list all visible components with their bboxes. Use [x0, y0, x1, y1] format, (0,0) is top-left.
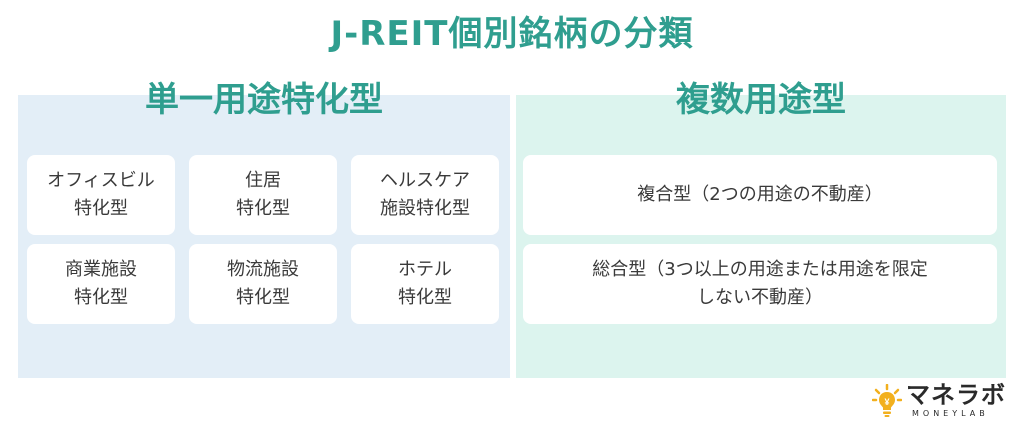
multi-use-panel: [516, 95, 1006, 378]
brand-logo: ¥ マネラボ MONEYLAB: [872, 380, 1012, 422]
card-line: オフィスビル: [47, 170, 155, 191]
office-building-card: オフィスビル特化型: [27, 155, 175, 235]
card-line: 特化型: [236, 198, 290, 219]
card-line: 施設特化型: [380, 198, 470, 219]
lightbulb-icon: ¥: [872, 384, 902, 417]
card-line: 物流施設: [227, 259, 299, 280]
card-line: 商業施設: [65, 259, 137, 280]
logistics-card: 物流施設特化型: [189, 244, 337, 324]
healthcare-card: ヘルスケア施設特化型: [351, 155, 499, 235]
card-line: 複合型（2つの用途の不動産）: [637, 184, 883, 205]
page-title: J-REIT個別銘柄の分類: [330, 14, 694, 54]
card-line: ヘルスケア: [380, 170, 470, 191]
single-use-heading: 単一用途特化型: [145, 80, 383, 120]
svg-text:¥: ¥: [884, 397, 889, 407]
composite-type-card: 複合型（2つの用途の不動産）: [523, 155, 997, 235]
single-use-panel: [18, 95, 510, 378]
card-line: 特化型: [398, 287, 452, 308]
multi-use-heading: 複数用途型: [676, 80, 846, 120]
card-line: 住居: [245, 170, 281, 191]
card-line: 特化型: [73, 198, 128, 219]
hotel-card: ホテル特化型: [351, 244, 499, 324]
residential-card: 住居特化型: [189, 155, 337, 235]
commercial-card: 商業施設特化型: [27, 244, 175, 324]
card-line: 特化型: [74, 287, 128, 308]
card-line: ホテル: [398, 259, 452, 280]
card-line: 特化型: [236, 287, 290, 308]
card-line: しない不動産）: [696, 287, 823, 308]
diversified-type-card: 総合型（3つ以上の用途または用途を限定しない不動産）: [523, 244, 997, 324]
brand-subtitle: MONEYLAB: [912, 409, 989, 418]
brand-name: マネラボ: [906, 381, 1006, 409]
card-line: 総合型（3つ以上の用途または用途を限定: [592, 259, 928, 280]
